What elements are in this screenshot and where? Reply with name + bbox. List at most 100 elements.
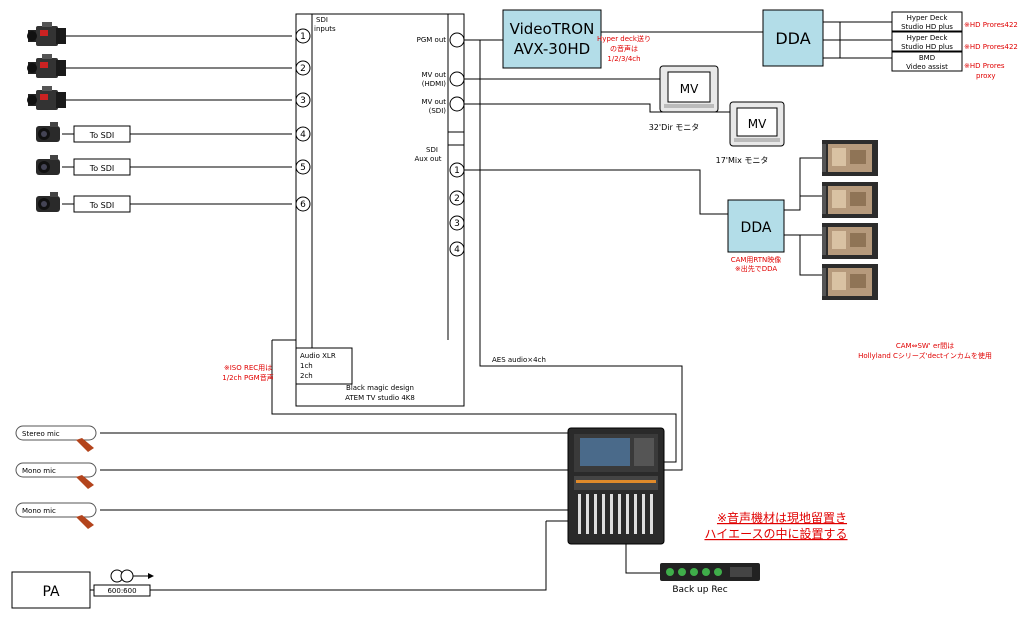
pgm-out-label: PGM out — [417, 36, 447, 44]
input-port-1: 1 — [295, 28, 311, 44]
input-port-5: 5 — [295, 159, 311, 175]
mv-out-hdmi-port — [449, 71, 465, 87]
note-line: ※ISO REC用は — [224, 364, 272, 372]
recorder-3: BMD Video assist ※HD Prores proxy — [891, 51, 1005, 80]
recorder-1: Hyper Deck Studio HD plus ※HD Prores422 — [891, 11, 1018, 32]
backup-recorder-icon — [660, 563, 760, 581]
aux-port-2: 2 — [449, 190, 465, 206]
note-line: ハイエースの中に設置する — [704, 526, 847, 541]
rtn-monitor-3-icon — [822, 223, 878, 259]
aes-audio-label: AES audio×4ch — [492, 356, 546, 364]
pa-system: PA — [11, 571, 91, 609]
atem-switcher: SDI inputs 1 2 3 4 5 6 PGM out MV out (H… — [295, 13, 465, 407]
port-number: 6 — [300, 200, 306, 210]
port-number: 4 — [454, 245, 460, 255]
camera-cables — [62, 35, 292, 205]
iso-rec-note: ※ISO REC用は 1/2ch PGM音声 — [222, 364, 273, 382]
mono-mic-1: Mono mic — [15, 462, 97, 490]
dda-top: DDA — [762, 9, 824, 67]
mv-out-sdi-label: MV out — [421, 98, 446, 106]
mv-out-sdi-sub: (SDI) — [429, 107, 447, 115]
small-camera-2-icon — [36, 155, 60, 175]
recorder-note: ※HD Prores422 — [964, 43, 1018, 51]
video-cables — [90, 21, 892, 591]
recorder-note: ※HD Prores422 — [964, 21, 1018, 29]
rtn-monitor-2-icon — [822, 182, 878, 218]
cinema-camera-3-icon — [27, 86, 66, 110]
cam-intercom-note: CAM⇔SW' er間は Hollyland Cシリーズ'dectインカムを使用 — [858, 342, 992, 360]
aux-out-label: SDI — [426, 146, 438, 154]
dda-middle: DDA — [727, 199, 785, 253]
rtn-monitor-4-icon — [822, 264, 878, 300]
aux-port-3: 3 — [449, 215, 465, 231]
mv-monitor-17: MV 17'Mix モニタ — [716, 101, 785, 165]
converter-model: AVX-30HD — [514, 40, 590, 58]
port-number: 1 — [300, 32, 306, 42]
monitor-screen-text: MV — [748, 117, 767, 131]
input-port-6: 6 — [295, 196, 311, 212]
recorder-2: Hyper Deck Studio HD plus ※HD Prores422 — [891, 31, 1018, 52]
input-port-2: 2 — [295, 60, 311, 76]
converter-brand: VideoTRON — [510, 20, 595, 38]
note-line: の音声は — [610, 44, 638, 53]
port-number: 2 — [454, 194, 460, 204]
note-line: CAM⇔SW' er間は — [896, 342, 954, 350]
to-sdi-converter-3: To SDI — [73, 195, 131, 213]
port-number: 2 — [300, 64, 306, 74]
arrow-right-icon — [148, 573, 154, 579]
mv-out-sdi-port — [449, 96, 465, 112]
switcher-name: Black magic design — [346, 384, 414, 392]
recorder-model: Studio HD plus — [901, 43, 953, 51]
mv-out-hdmi-sub: (HDMI) — [422, 80, 446, 88]
recorder-note: ※HD Prores — [964, 62, 1005, 70]
pgm-out-port — [449, 32, 465, 48]
port-number: 5 — [300, 163, 306, 173]
input-port-3: 3 — [295, 92, 311, 108]
note-line: CAM用RTN映像 — [731, 255, 782, 264]
mic-label: Stereo mic — [22, 430, 60, 438]
mic-label: Mono mic — [22, 467, 56, 475]
input-port-4: 4 — [295, 126, 311, 142]
sdi-inputs-label-2: inputs — [314, 25, 336, 33]
cinema-camera-2-icon — [27, 54, 66, 78]
switcher-model: ATEM TV studio 4K8 — [345, 394, 415, 402]
to-sdi-converter-2: To SDI — [73, 158, 131, 176]
transformer: 600:600 — [93, 569, 154, 597]
aux-port-1: 1 — [449, 162, 465, 178]
hyperdeck-audio-note: Hyper deck送り の音声は 1/2/3/4ch — [597, 34, 651, 63]
audio-equipment-note: ※音声機材は現地留置き ハイエースの中に設置する — [704, 510, 847, 541]
recorder-note: proxy — [976, 72, 996, 80]
to-sdi-converter-1: To SDI — [73, 125, 131, 143]
ch2-label: 2ch — [300, 372, 313, 380]
note-line: 1/2ch PGM音声 — [222, 373, 273, 382]
port-number: 3 — [300, 96, 306, 106]
to-sdi-label: To SDI — [89, 131, 115, 140]
monitor-screen-text: MV — [680, 82, 699, 96]
to-sdi-label: To SDI — [89, 164, 115, 173]
mono-mic-2: Mono mic — [15, 502, 97, 530]
audio-xlr-label: Audio XLR — [300, 352, 336, 360]
note-line: Hyper deck送り — [597, 34, 651, 43]
mv-out-hdmi-label: MV out — [421, 71, 446, 79]
monitor-label: 17'Mix モニタ — [716, 156, 769, 165]
dda-label: DDA — [775, 29, 810, 48]
note-line: ※出先でDDA — [735, 264, 778, 273]
recorder-name: BMD — [919, 54, 935, 62]
port-number: 3 — [454, 219, 460, 229]
ch1-label: 1ch — [300, 362, 313, 370]
sdi-inputs-label: SDI — [316, 16, 328, 24]
recorder-model: Video assist — [906, 63, 948, 71]
transformer-ratio: 600:600 — [107, 587, 136, 595]
to-sdi-label: To SDI — [89, 201, 115, 210]
note-line: Hollyland Cシリーズ'dectインカムを使用 — [858, 351, 992, 360]
recorder-model: Studio HD plus — [901, 23, 953, 31]
videotron-converter: VideoTRON AVX-30HD — [502, 9, 602, 69]
stereo-mic: Stereo mic — [15, 425, 97, 453]
rtn-monitor-1-icon — [822, 140, 878, 176]
small-camera-3-icon — [36, 192, 60, 212]
digital-mixer-icon — [567, 427, 665, 545]
backup-rec-label: Back up Rec — [672, 585, 727, 595]
pa-label: PA — [42, 584, 60, 600]
note-line: 1/2/3/4ch — [607, 55, 640, 63]
cinema-camera-1-icon — [27, 22, 66, 46]
